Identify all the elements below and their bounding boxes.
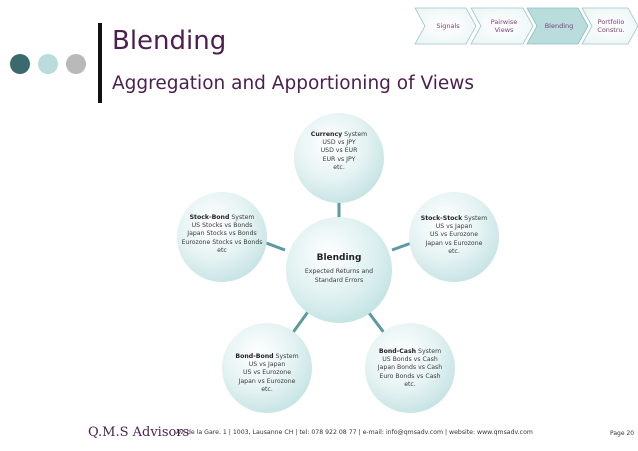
node-line: EUR vs JPY [322,155,356,163]
title-divider [98,23,102,103]
node-circle-bond-cash [365,323,455,413]
node-line: US Bonds vs Cash [382,356,438,364]
node-line: etc. [261,385,273,393]
center-subtitle: Expected Returns and Standard Errors [304,268,374,284]
node-line: etc. [448,247,460,255]
node-suffix-bond-cash: System [416,348,442,355]
node-stock-stock: Stock-Stock System US vs Japan US vs Eur… [409,215,499,256]
breadcrumb-step-blending[interactable] [526,7,589,45]
node-line: etc [217,246,227,254]
center-circle [286,217,392,323]
node-suffix-bond-bond: System [273,353,299,360]
node-line: US vs Japan [248,361,286,369]
node-suffix-stock-bond: System [229,214,255,221]
node-line: Euro Bonds vs Cash [379,372,441,380]
node-circle-stock-stock [409,192,499,282]
node-title-currency: Currency [310,131,343,138]
page-number: Page 20 [610,430,635,437]
dot-light [38,54,58,74]
node-line: US vs Japan [435,223,473,231]
node-line: etc. [333,163,345,171]
node-circle-stock-bond [177,192,267,282]
breadcrumb-label-portfolio: Portfolio Constru. [597,18,625,34]
dot-dark [10,54,30,74]
breadcrumb-step-portfolio[interactable] [581,7,638,45]
breadcrumb-step-pairwise[interactable] [470,7,534,45]
page-title: Blending [112,26,227,56]
node-line: etc. [404,380,416,388]
center-node: Blending Expected Returns and Standard E… [289,252,389,285]
breadcrumb-shapes [414,7,638,45]
node-suffix-stock-stock: System [462,215,488,222]
node-line: US Stocks vs Bonds [191,222,253,230]
breadcrumb-label-signals: Signals [436,22,460,30]
node-circle-bond-bond [222,323,312,413]
contact-info: Av. de la Gare. 1 | 1003, Lausanne CH | … [176,429,533,436]
node-line: US vs Eurozone [429,231,479,239]
node-line: USD vs JPY [322,139,356,147]
breadcrumb-label-pairwise: Pairwise Views [490,18,518,34]
node-line: Eurozone Stocks vs Bonds [181,238,263,246]
node-line: Japan Stocks vs Bonds [187,230,257,238]
center-title: Blending [316,253,362,263]
node-bond-bond: Bond-Bond System US vs Japan US vs Euroz… [222,353,312,394]
process-breadcrumb: Signals Pairwise Views Blending Portfoli… [0,6,638,46]
node-line: USD vs EUR [320,147,358,155]
node-title-bond-bond: Bond-Bond [235,353,274,360]
node-bond-cash: Bond-Cash System US Bonds vs Cash Japan … [365,348,455,389]
footer: Q.M.S Advisors Av. de la Gare. 1 | 1003,… [88,425,634,442]
brand-logo-text: Q.M.S Advisors [88,425,190,440]
node-line: US vs Eurozone [242,369,292,377]
node-title-bond-cash: Bond-Cash [378,348,417,355]
breadcrumb-step-signals[interactable] [414,7,477,45]
node-title-stock-bond: Stock-Bond [189,214,230,221]
page-subtitle: Aggregation and Apportioning of Views [112,73,475,94]
node-line: Japan vs Eurozone [425,239,483,247]
node-title-stock-stock: Stock-Stock [420,215,463,222]
node-line: Japan Bonds vs Cash [377,364,443,372]
node-currency: Currency System USD vs JPY USD vs EUR EU… [294,131,384,172]
node-line: Japan vs Eurozone [238,377,296,385]
node-circle-currency [294,113,384,203]
node-stock-bond: Stock-Bond System US Stocks vs Bonds Jap… [174,214,270,255]
node-suffix-currency: System [342,131,368,138]
dot-grey [66,54,86,74]
breadcrumb-label-blending: Blending [544,22,574,30]
